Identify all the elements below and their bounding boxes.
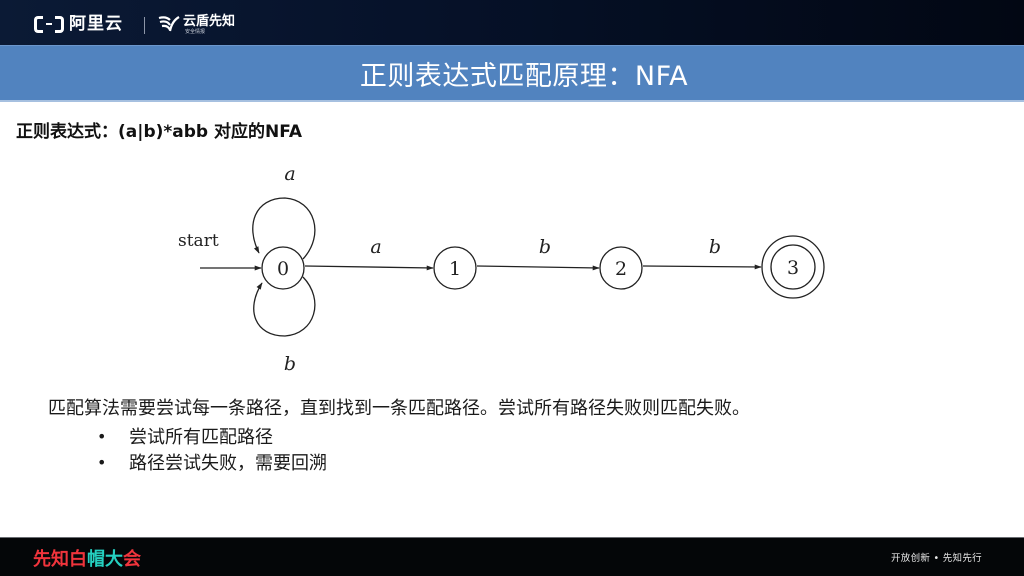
yundun-wave-icon (158, 16, 180, 32)
self-loop-b (253, 276, 316, 337)
start-label: start (178, 231, 219, 251)
bullet-marker: • (97, 426, 107, 446)
slide-title-bar: 正则表达式匹配原理：NFA (0, 45, 1024, 102)
bullet-text: 尝试所有匹配路径 (129, 427, 273, 448)
edge-2-3-symbol: b (709, 236, 721, 258)
aliyun-logo: 阿里云 (34, 16, 123, 33)
regex-subtitle: 正则表达式：(a|b)*abb 对应的NFA (16, 122, 303, 142)
edge-0-1-symbol: a (370, 236, 381, 258)
state-3-label: 3 (787, 257, 799, 279)
brand-header: 阿里云 云盾先知 安全情报 (0, 0, 1024, 45)
edge-0-1 (304, 265, 434, 271)
state-1-label: 1 (449, 258, 461, 280)
footer-slogan: 开放创新 • 先知先行 (891, 553, 982, 564)
aliyun-bracket-icon (34, 16, 64, 33)
state-0-label: 0 (277, 258, 289, 280)
bullet-list: • 尝试所有匹配路径 • 路径尝试失败，需要回溯 (97, 423, 327, 475)
state-1 (433, 246, 477, 290)
algorithm-description: 匹配算法需要尝试每一条路径，直到找到一条匹配路径。尝试所有路径失败则匹配失败。 (48, 398, 750, 419)
state-3-outer (761, 235, 825, 299)
aliyun-logo-text: 阿里云 (69, 14, 123, 34)
loop-a-symbol: a (284, 163, 295, 185)
nfa-diagram: start 0 1 2 3 a b a b b (178, 163, 825, 375)
bullet-text: 路径尝试失败，需要回溯 (129, 453, 327, 474)
bullet-marker: • (97, 452, 107, 472)
loop-b-symbol: b (284, 353, 296, 375)
edge-1-2-symbol: b (539, 236, 551, 258)
state-2 (599, 246, 643, 290)
state-3-inner (770, 244, 816, 290)
yundun-logo-subtext: 安全情报 (185, 29, 206, 35)
edge-2-3 (642, 264, 762, 270)
bullet-item: • 路径尝试失败，需要回溯 (97, 449, 327, 475)
logo-divider (144, 17, 145, 34)
edge-1-2 (476, 265, 600, 271)
bullet-item: • 尝试所有匹配路径 (97, 423, 327, 449)
yundun-xianzhi-logo: 云盾先知 安全情报 (158, 15, 235, 35)
state-2-label: 2 (615, 258, 627, 280)
footer-bar: 先知白帽大会 开放创新 • 先知先行 (0, 537, 1024, 576)
event-logo: 先知白帽大会 (33, 549, 141, 570)
slide-title: 正则表达式匹配原理：NFA (359, 60, 689, 92)
self-loop-a (252, 197, 316, 260)
state-0 (261, 246, 305, 290)
yundun-logo-text: 云盾先知 (183, 14, 236, 29)
